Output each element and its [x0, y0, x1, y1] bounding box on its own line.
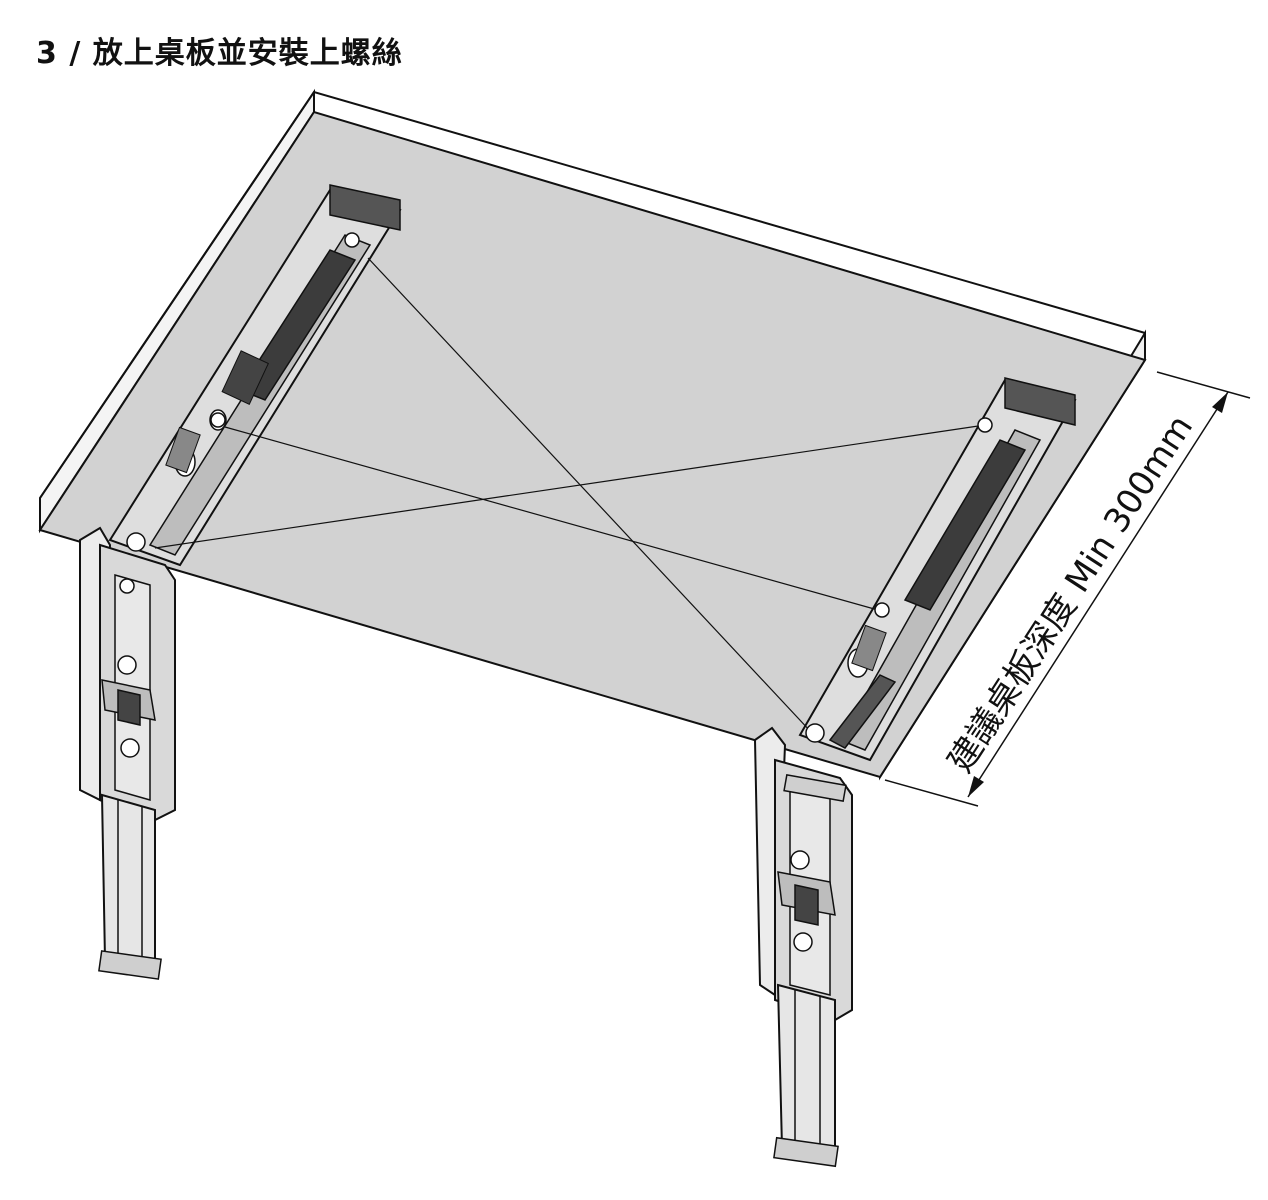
- mounting-bracket-left-icon: [79, 526, 176, 980]
- tabletop-top-edge: [39, 90, 1146, 499]
- step-title: 3 / 放上桌板並安裝上螺絲: [36, 36, 403, 71]
- rail-left: [108, 184, 402, 567]
- screw-icon: [126, 232, 993, 743]
- end-cap-left: [329, 184, 401, 231]
- alignment-lines: [154, 257, 986, 734]
- dimension-arrow-icon: [884, 371, 1251, 807]
- end-cap-right: [1004, 377, 1076, 426]
- mounting-bracket-right-icon: [753, 726, 853, 1168]
- rail-right: [798, 377, 1077, 762]
